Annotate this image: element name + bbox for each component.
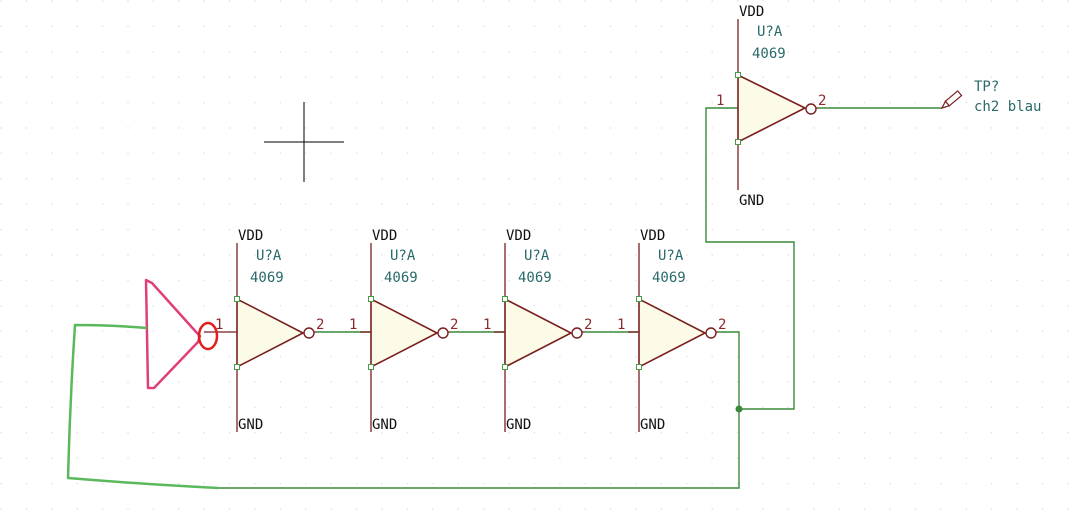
value-label: 4069 xyxy=(652,270,686,286)
red-circle-annotation xyxy=(197,321,219,351)
green-feedback-annotation xyxy=(66,323,219,490)
pin-number-in: 1 xyxy=(215,317,223,333)
freehand-annotations xyxy=(66,278,219,490)
pin-marker xyxy=(735,139,741,145)
reference-label: U?A xyxy=(658,248,684,264)
inversion-bubble xyxy=(303,327,315,339)
value-label: 4069 xyxy=(518,270,552,286)
pin-number-out: 2 xyxy=(818,93,826,109)
inverter-gate-4[interactable]: VDD U?A 4069 1 2 GND xyxy=(617,228,726,433)
gnd-label: GND xyxy=(238,417,263,433)
reference-label: U?A xyxy=(524,248,550,264)
inversion-bubble xyxy=(437,327,449,339)
value-label: 4069 xyxy=(384,270,418,286)
inverter-symbol xyxy=(737,73,807,144)
vdd-label: VDD xyxy=(372,228,397,244)
inversion-bubble xyxy=(805,103,817,115)
vdd-label: VDD xyxy=(238,228,263,244)
gnd-label: GND xyxy=(506,417,531,433)
reference-label: U?A xyxy=(390,248,416,264)
pin-number-in: 1 xyxy=(483,317,491,333)
inverter-gate-1[interactable]: VDD U?A 4069 1 2 GND xyxy=(204,228,324,433)
pin-marker xyxy=(234,296,240,302)
pin-number-in: 1 xyxy=(716,93,724,109)
vdd-label: VDD xyxy=(506,228,531,244)
reference-label: U?A xyxy=(256,248,282,264)
pencil-icon xyxy=(940,90,963,109)
wires xyxy=(218,107,942,489)
vdd-label: VDD xyxy=(640,228,665,244)
inverter-symbol xyxy=(638,297,707,369)
pin-marker xyxy=(502,296,508,302)
pin-number-out: 2 xyxy=(450,317,458,333)
inverter-symbol xyxy=(370,297,439,369)
pin-number-in: 1 xyxy=(617,317,625,333)
pin-marker xyxy=(368,296,374,302)
gnd-label: GND xyxy=(372,417,397,433)
value-label: 4069 xyxy=(752,46,786,62)
pin-number-out: 2 xyxy=(316,317,324,333)
reference-label: U?A xyxy=(757,24,783,40)
test-point[interactable]: TP? ch2 blau xyxy=(940,79,1041,115)
test-point-ref: TP? xyxy=(974,79,999,95)
test-point-value: ch2 blau xyxy=(974,99,1041,115)
inverter-symbol xyxy=(504,297,573,369)
pin-marker xyxy=(234,364,240,370)
gnd-label: GND xyxy=(640,417,665,433)
inverter-gate-5[interactable]: VDD U?A 4069 1 2 GND xyxy=(716,4,826,209)
junction-dot xyxy=(735,405,743,413)
inversion-bubble xyxy=(705,327,717,339)
pin-marker xyxy=(636,296,642,302)
pin-number-out: 2 xyxy=(718,317,726,333)
pin-marker xyxy=(735,72,741,78)
inversion-bubble xyxy=(571,327,583,339)
inverter-symbol xyxy=(236,297,305,369)
pin-number-in: 1 xyxy=(349,317,357,333)
inverter-gate-2[interactable]: VDD U?A 4069 1 2 GND xyxy=(349,228,458,433)
value-label: 4069 xyxy=(250,270,284,286)
inverter-gate-3[interactable]: VDD U?A 4069 1 2 GND xyxy=(483,228,592,433)
wire-to-u5[interactable] xyxy=(705,107,795,410)
pin-number-out: 2 xyxy=(584,317,592,333)
vdd-label: VDD xyxy=(739,4,764,20)
gnd-label: GND xyxy=(739,193,764,209)
pin-marker xyxy=(368,364,374,370)
pin-marker xyxy=(636,364,642,370)
pin-marker xyxy=(502,364,508,370)
crosshair-icon xyxy=(264,102,344,182)
